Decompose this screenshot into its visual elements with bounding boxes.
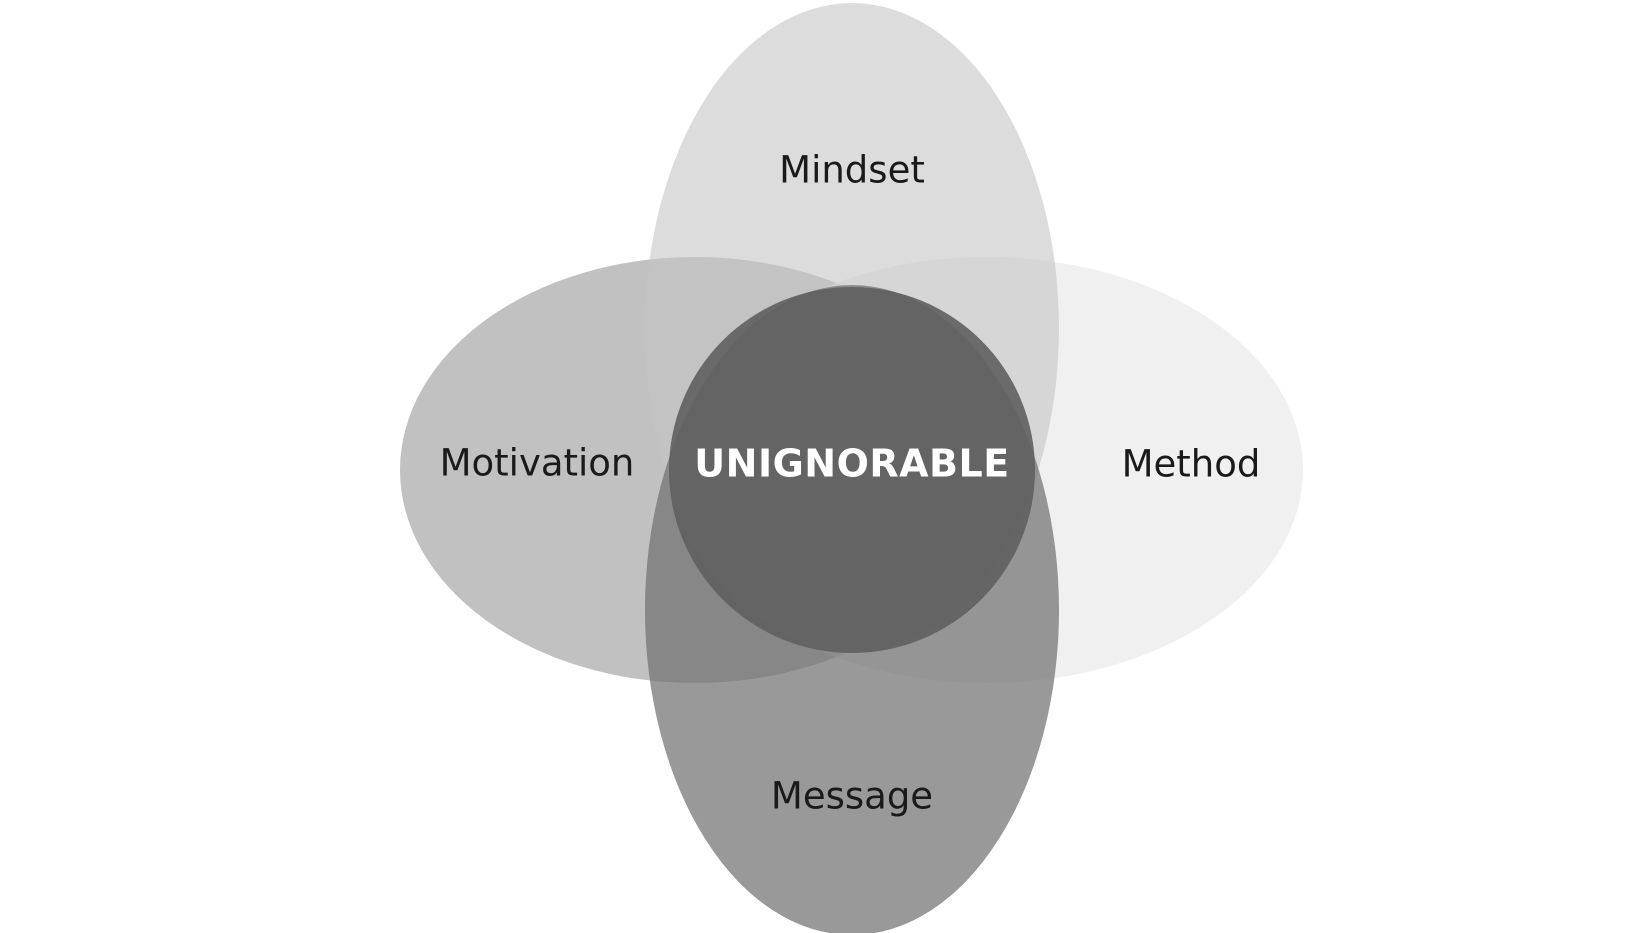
- center-circle: [669, 287, 1035, 653]
- center-label: UNIGNORABLE: [694, 442, 1009, 486]
- method-label: Method: [1122, 443, 1261, 486]
- motivation-label: Motivation: [440, 442, 635, 485]
- mindset-label: Mindset: [779, 149, 925, 192]
- message-label: Message: [771, 775, 933, 818]
